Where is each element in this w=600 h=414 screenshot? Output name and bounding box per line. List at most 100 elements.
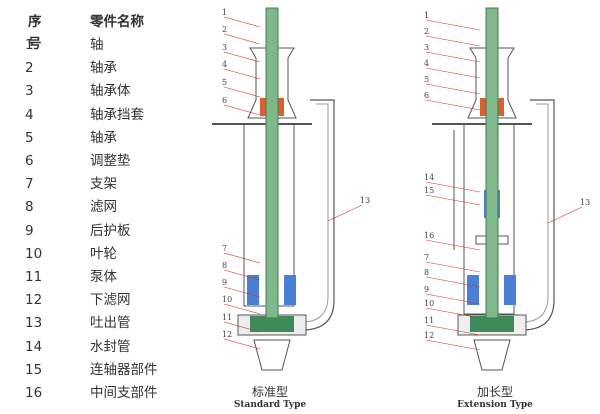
part-no: 12 — [25, 292, 43, 309]
part-no: 2 — [25, 60, 34, 77]
leader-line — [223, 16, 261, 28]
extension-title-zh: 加长型 — [476, 385, 513, 399]
leader-line — [223, 86, 261, 98]
part-name: 中间支部件 — [90, 385, 158, 401]
part-label: 4 — [222, 60, 227, 69]
discharge-pipe — [521, 99, 555, 331]
strainer — [284, 275, 296, 305]
part-label: 16 — [424, 231, 434, 240]
part-label-13: 13 — [580, 198, 590, 207]
lower-bearing — [498, 98, 504, 116]
leader-line — [425, 261, 481, 273]
part-name: 轴承体 — [90, 83, 131, 100]
part-name: 下滤网 — [90, 292, 131, 309]
part-label: 9 — [424, 285, 429, 294]
part-name: 轴承 — [90, 129, 117, 146]
impeller — [470, 316, 514, 332]
part-label: 15 — [424, 186, 434, 195]
part-no: 15 — [25, 361, 43, 378]
part-name: 支架 — [90, 176, 117, 193]
part-label: 8 — [222, 261, 227, 270]
leader-line — [425, 51, 481, 63]
leader-line — [223, 51, 261, 63]
leader-line — [223, 68, 261, 80]
part-name: 调整垫 — [90, 153, 131, 169]
strainer — [504, 275, 516, 305]
part-label: 7 — [424, 253, 429, 262]
leader-line — [223, 33, 261, 45]
part-name: 水封管 — [90, 338, 131, 355]
leader-line — [223, 286, 261, 298]
part-label: 5 — [424, 75, 429, 84]
leader-line — [425, 339, 481, 351]
leader-line — [425, 83, 481, 95]
leader-line — [425, 239, 481, 251]
leader-line — [223, 269, 261, 281]
leader-line — [425, 181, 481, 193]
lower-bearing — [260, 98, 266, 116]
leader-line — [425, 293, 481, 305]
part-name: 叶轮 — [90, 245, 117, 262]
shaft — [485, 7, 499, 319]
leader-line — [425, 307, 481, 319]
part-label: 8 — [424, 268, 429, 277]
part-name: 轴承挡套 — [90, 106, 144, 123]
part-name: 吐出管 — [90, 315, 131, 332]
discharge-pipe-inner — [521, 103, 549, 323]
part-label: 11 — [424, 316, 434, 325]
part-label: 3 — [424, 43, 429, 52]
leader-line — [425, 35, 481, 47]
leader-line — [425, 67, 481, 79]
part-no: 7 — [25, 176, 34, 193]
strainer — [467, 275, 479, 305]
leader-line — [425, 19, 481, 31]
leader-line — [425, 276, 481, 288]
leader-line — [547, 206, 583, 224]
part-no: 11 — [25, 269, 43, 285]
leader-line — [327, 204, 363, 222]
leader-line — [425, 194, 481, 206]
part-name: 泵体 — [90, 269, 117, 285]
extension-caption: 加长型 Extension Type — [445, 383, 545, 410]
part-label: 12 — [222, 330, 232, 339]
part-no: 16 — [25, 385, 43, 401]
part-no: 3 — [25, 83, 34, 100]
part-label-13: 13 — [360, 196, 370, 205]
part-name: 后护板 — [90, 222, 131, 239]
part-label: 10 — [424, 299, 434, 308]
part-label: 12 — [424, 331, 434, 340]
part-no: 10 — [25, 245, 43, 262]
discharge-pipe-inner — [301, 103, 329, 323]
part-label: 6 — [424, 91, 429, 100]
leader-line — [425, 99, 481, 111]
standard-caption: 标准型 Standard Type — [225, 383, 315, 410]
part-label: 7 — [222, 244, 227, 253]
leader-line — [223, 104, 261, 116]
leader-line — [223, 321, 261, 333]
part-label: 1 — [222, 8, 227, 17]
part-label: 4 — [424, 59, 429, 68]
part-label: 3 — [222, 43, 227, 52]
part-label: 14 — [424, 173, 434, 182]
part-label: 11 — [222, 313, 232, 322]
part-no: 5 — [25, 129, 34, 146]
lower-bearing — [278, 98, 284, 116]
header-name: 零件名称 — [90, 14, 144, 30]
impeller — [250, 316, 294, 332]
lower-bearing — [480, 98, 486, 116]
part-label: 10 — [222, 295, 232, 304]
part-no: 14 — [25, 338, 43, 355]
discharge-pipe — [301, 99, 335, 331]
part-label: 1 — [424, 11, 429, 20]
part-no: 8 — [25, 199, 34, 216]
part-label: 2 — [424, 27, 429, 36]
part-label: 2 — [222, 25, 227, 34]
leader-line — [425, 324, 481, 336]
part-name: 连轴器部件 — [90, 361, 158, 378]
part-name: 滤网 — [90, 199, 117, 216]
part-no: 1 — [25, 37, 34, 53]
part-label: 6 — [222, 96, 227, 105]
leader-line — [223, 303, 261, 315]
